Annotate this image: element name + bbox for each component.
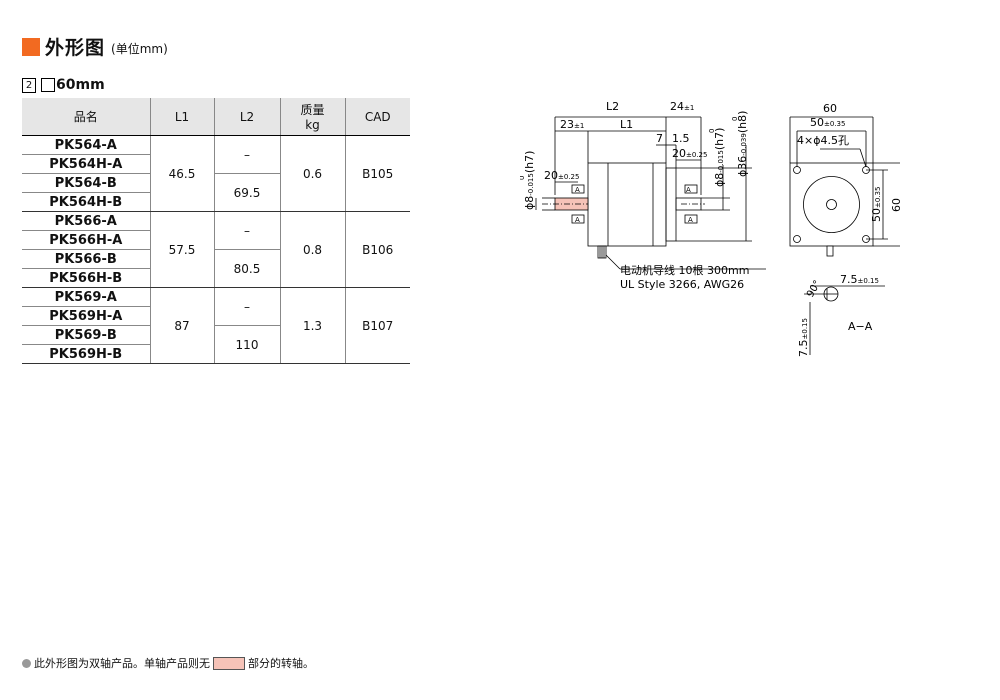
col-header-name: 品名 <box>22 98 150 136</box>
dim-shaft-right: ϕ8-0.015(h7) <box>713 128 726 187</box>
dim-shaft-left-top: 0 <box>520 176 526 180</box>
mass-value: 0.6 <box>279 135 345 212</box>
motor-flange <box>665 167 677 242</box>
dim-front-60: 60 <box>823 102 837 115</box>
l1-value: 46.5 <box>149 135 214 212</box>
section-header: 外形图 (单位mm) <box>22 33 168 60</box>
dim-angle: 90° <box>805 279 823 300</box>
footnote-text-1: 此外形图为双轴产品。单轴产品则无 <box>34 657 210 670</box>
lead-text-2: UL Style 3266, AWG26 <box>620 278 744 291</box>
dim-pilot-top: 0 <box>731 117 739 121</box>
dim-sec-75: 7.5±0.15 <box>840 273 879 286</box>
table-row: PK564H-A <box>22 154 410 174</box>
l2-value: – <box>213 211 280 250</box>
mass-unit: kg <box>305 118 320 132</box>
shaft-circle <box>826 199 837 210</box>
dim-1-5: 1.5 <box>672 132 690 145</box>
table-row: PK569H-A <box>22 306 410 326</box>
mass-value: 0.8 <box>279 211 345 288</box>
orange-square-icon <box>22 37 40 56</box>
motor-body-side <box>587 162 667 247</box>
dim-shaft-left: ϕ8-0.015(h7) <box>523 151 536 210</box>
col-header-cad: CAD <box>344 98 410 136</box>
dimension-drawing: L2 24±1 23±1 L1 7 1.5 20±0.25 20±0.25 A … <box>520 100 900 357</box>
dim-20-left: 20±0.25 <box>544 169 579 182</box>
l2-value: 69.5 <box>213 173 280 212</box>
l2-value: – <box>213 135 280 174</box>
l2-value: – <box>213 287 280 326</box>
dim-24: 24±1 <box>670 100 694 113</box>
table-row: PK566H-A <box>22 230 410 250</box>
l2-value: 110 <box>213 325 280 364</box>
dim-7: 7 <box>656 132 663 145</box>
product-name: PK566H-B <box>22 268 150 288</box>
product-name: PK566H-A <box>22 230 150 250</box>
dim-pilot: ϕ36-0.039(h8) <box>736 111 749 177</box>
section-label: A−A <box>848 320 873 333</box>
product-name: PK569-B <box>22 325 150 345</box>
product-name: PK569H-B <box>22 344 150 364</box>
table-row: PK564H-B <box>22 192 410 212</box>
l1-value: 87 <box>149 287 214 364</box>
section-title: 外形图 <box>45 37 106 59</box>
lead-text-1: 电动机导线 10根 300mm <box>620 263 749 277</box>
cad-link[interactable]: B105 <box>344 135 410 212</box>
footnote: 此外形图为双轴产品。单轴产品则无 部分的转轴。 <box>22 655 314 671</box>
cad-link[interactable]: B106 <box>344 211 410 288</box>
table-row: PK566-B 80.5 <box>22 249 410 288</box>
product-name: PK564H-B <box>22 192 150 212</box>
table-row: PK569-A 87 – 1.3 B107 <box>22 287 410 364</box>
l2-value: 80.5 <box>213 249 280 288</box>
mount-hole <box>793 235 801 243</box>
motor-front-view <box>789 162 874 247</box>
product-name: PK564-B <box>22 173 150 193</box>
square-size-icon <box>41 78 55 92</box>
pilot-circle <box>803 176 860 233</box>
table-row: PK566H-B <box>22 268 410 288</box>
bullet-icon <box>22 658 31 668</box>
product-name: PK566-B <box>22 249 150 269</box>
mass-value: 1.3 <box>279 287 345 364</box>
product-name: PK564H-A <box>22 154 150 174</box>
dim-front-50v: 50±0.35 <box>870 187 883 222</box>
section-mark: A <box>686 186 691 194</box>
size-label: 60mm <box>56 77 105 93</box>
dim-front-60v: 60 <box>890 198 900 212</box>
section-mark: A <box>575 186 580 194</box>
subsection-header: 2 60mm <box>22 77 105 93</box>
mass-label: 质量 <box>300 103 325 117</box>
l1-value: 57.5 <box>149 211 214 288</box>
dim-20-right: 20±0.25 <box>672 147 707 160</box>
footnote-text-2: 部分的转轴。 <box>248 657 314 670</box>
table-row: PK566-A 57.5 – 0.8 B106 <box>22 211 410 288</box>
product-name: PK566-A <box>22 211 150 231</box>
dim-l2: L2 <box>606 100 619 113</box>
product-name: PK569-A <box>22 287 150 307</box>
product-name: PK569H-A <box>22 306 150 326</box>
cad-link[interactable]: B107 <box>344 287 410 364</box>
dim-l1: L1 <box>620 118 633 131</box>
table-row: PK564-A 46.5 – 0.6 B105 <box>22 135 410 212</box>
highlight-swatch <box>213 656 245 670</box>
product-name: PK564-A <box>22 135 150 155</box>
col-header-l2: L2 <box>213 98 280 136</box>
table-row: PK569-B 110 <box>22 325 410 364</box>
unit-label: (单位mm) <box>111 42 168 56</box>
dim-sec-75v: 7.5±0.15 <box>797 318 810 357</box>
dim-holes: 4×ϕ4.5孔 <box>797 134 849 147</box>
table-row: PK569H-B <box>22 344 410 364</box>
index-badge: 2 <box>22 77 36 93</box>
section-mark: A <box>688 216 693 224</box>
mount-hole <box>793 166 801 174</box>
section-mark: A <box>575 216 580 224</box>
table-row: PK564-B 69.5 <box>22 173 410 212</box>
dim-23: 23±1 <box>560 118 584 131</box>
dim-front-50: 50±0.35 <box>810 116 845 129</box>
col-header-l1: L1 <box>149 98 214 136</box>
dim-shaft-right-top: 0 <box>708 129 716 133</box>
